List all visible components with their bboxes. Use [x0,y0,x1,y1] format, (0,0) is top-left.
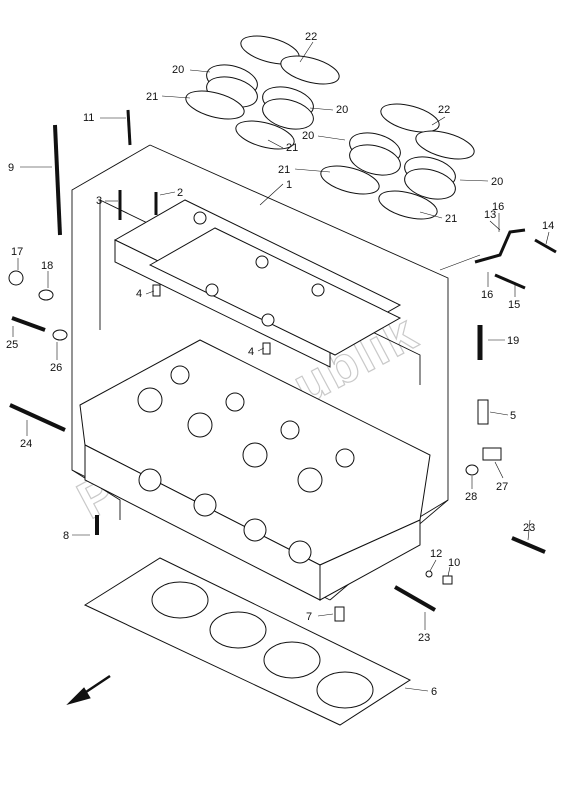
front-direction-arrow-icon [66,674,111,705]
callout-label: 16 [492,201,504,213]
callout-label: 20 [491,176,503,188]
callout-label: 8 [63,530,69,542]
leader-lines [12,41,550,692]
callout-label: 15 [508,299,520,311]
callout-label: 5 [510,410,516,422]
fasteners [8,109,557,622]
cylinder-head [79,339,431,601]
callout-label: 26 [50,362,62,374]
callout-label: 3 [96,195,102,207]
callout-label: 13 [484,209,496,221]
callout-label: 2 [177,187,183,199]
callout-label: 9 [8,162,14,174]
callout-label: 19 [507,335,519,347]
camshaft-holder [113,199,402,368]
callout-label: 23 [418,632,430,644]
callout-label: 22 [305,31,317,43]
callout-label: 20 [172,64,184,76]
callout-label: 10 [448,557,460,569]
callout-label: 27 [496,481,508,493]
callout-label: 21 [286,142,298,154]
callout-label: 22 [438,104,450,116]
callout-label: 17 [11,246,23,258]
callout-label: 11 [83,112,94,124]
head-gasket [83,557,412,726]
callout-label: 18 [41,260,53,272]
callout-labels: 22 20 21 20 22 11 21 20 9 21 20 2 3 1 21… [6,31,554,698]
callout-label: 25 [6,339,18,351]
callout-label: 23 [523,522,535,534]
callout-label: 6 [431,686,437,698]
callout-label: 4 [248,346,254,358]
callout-label: 12 [430,548,442,560]
intake-clamps-and-boots [185,35,475,220]
callout-label: 28 [465,491,477,503]
callout-label: 14 [542,220,554,232]
callout-label: 1 [286,179,292,191]
callout-label: 21 [146,91,158,103]
callout-label: 7 [306,611,312,623]
callout-label: 20 [302,130,314,142]
callout-label: 4 [136,288,142,300]
callout-label: 16 [481,289,493,301]
callout-label: 21 [445,213,457,225]
callout-label: 21 [278,164,290,176]
callout-label: 24 [20,438,32,450]
callout-label: 20 [336,104,348,116]
